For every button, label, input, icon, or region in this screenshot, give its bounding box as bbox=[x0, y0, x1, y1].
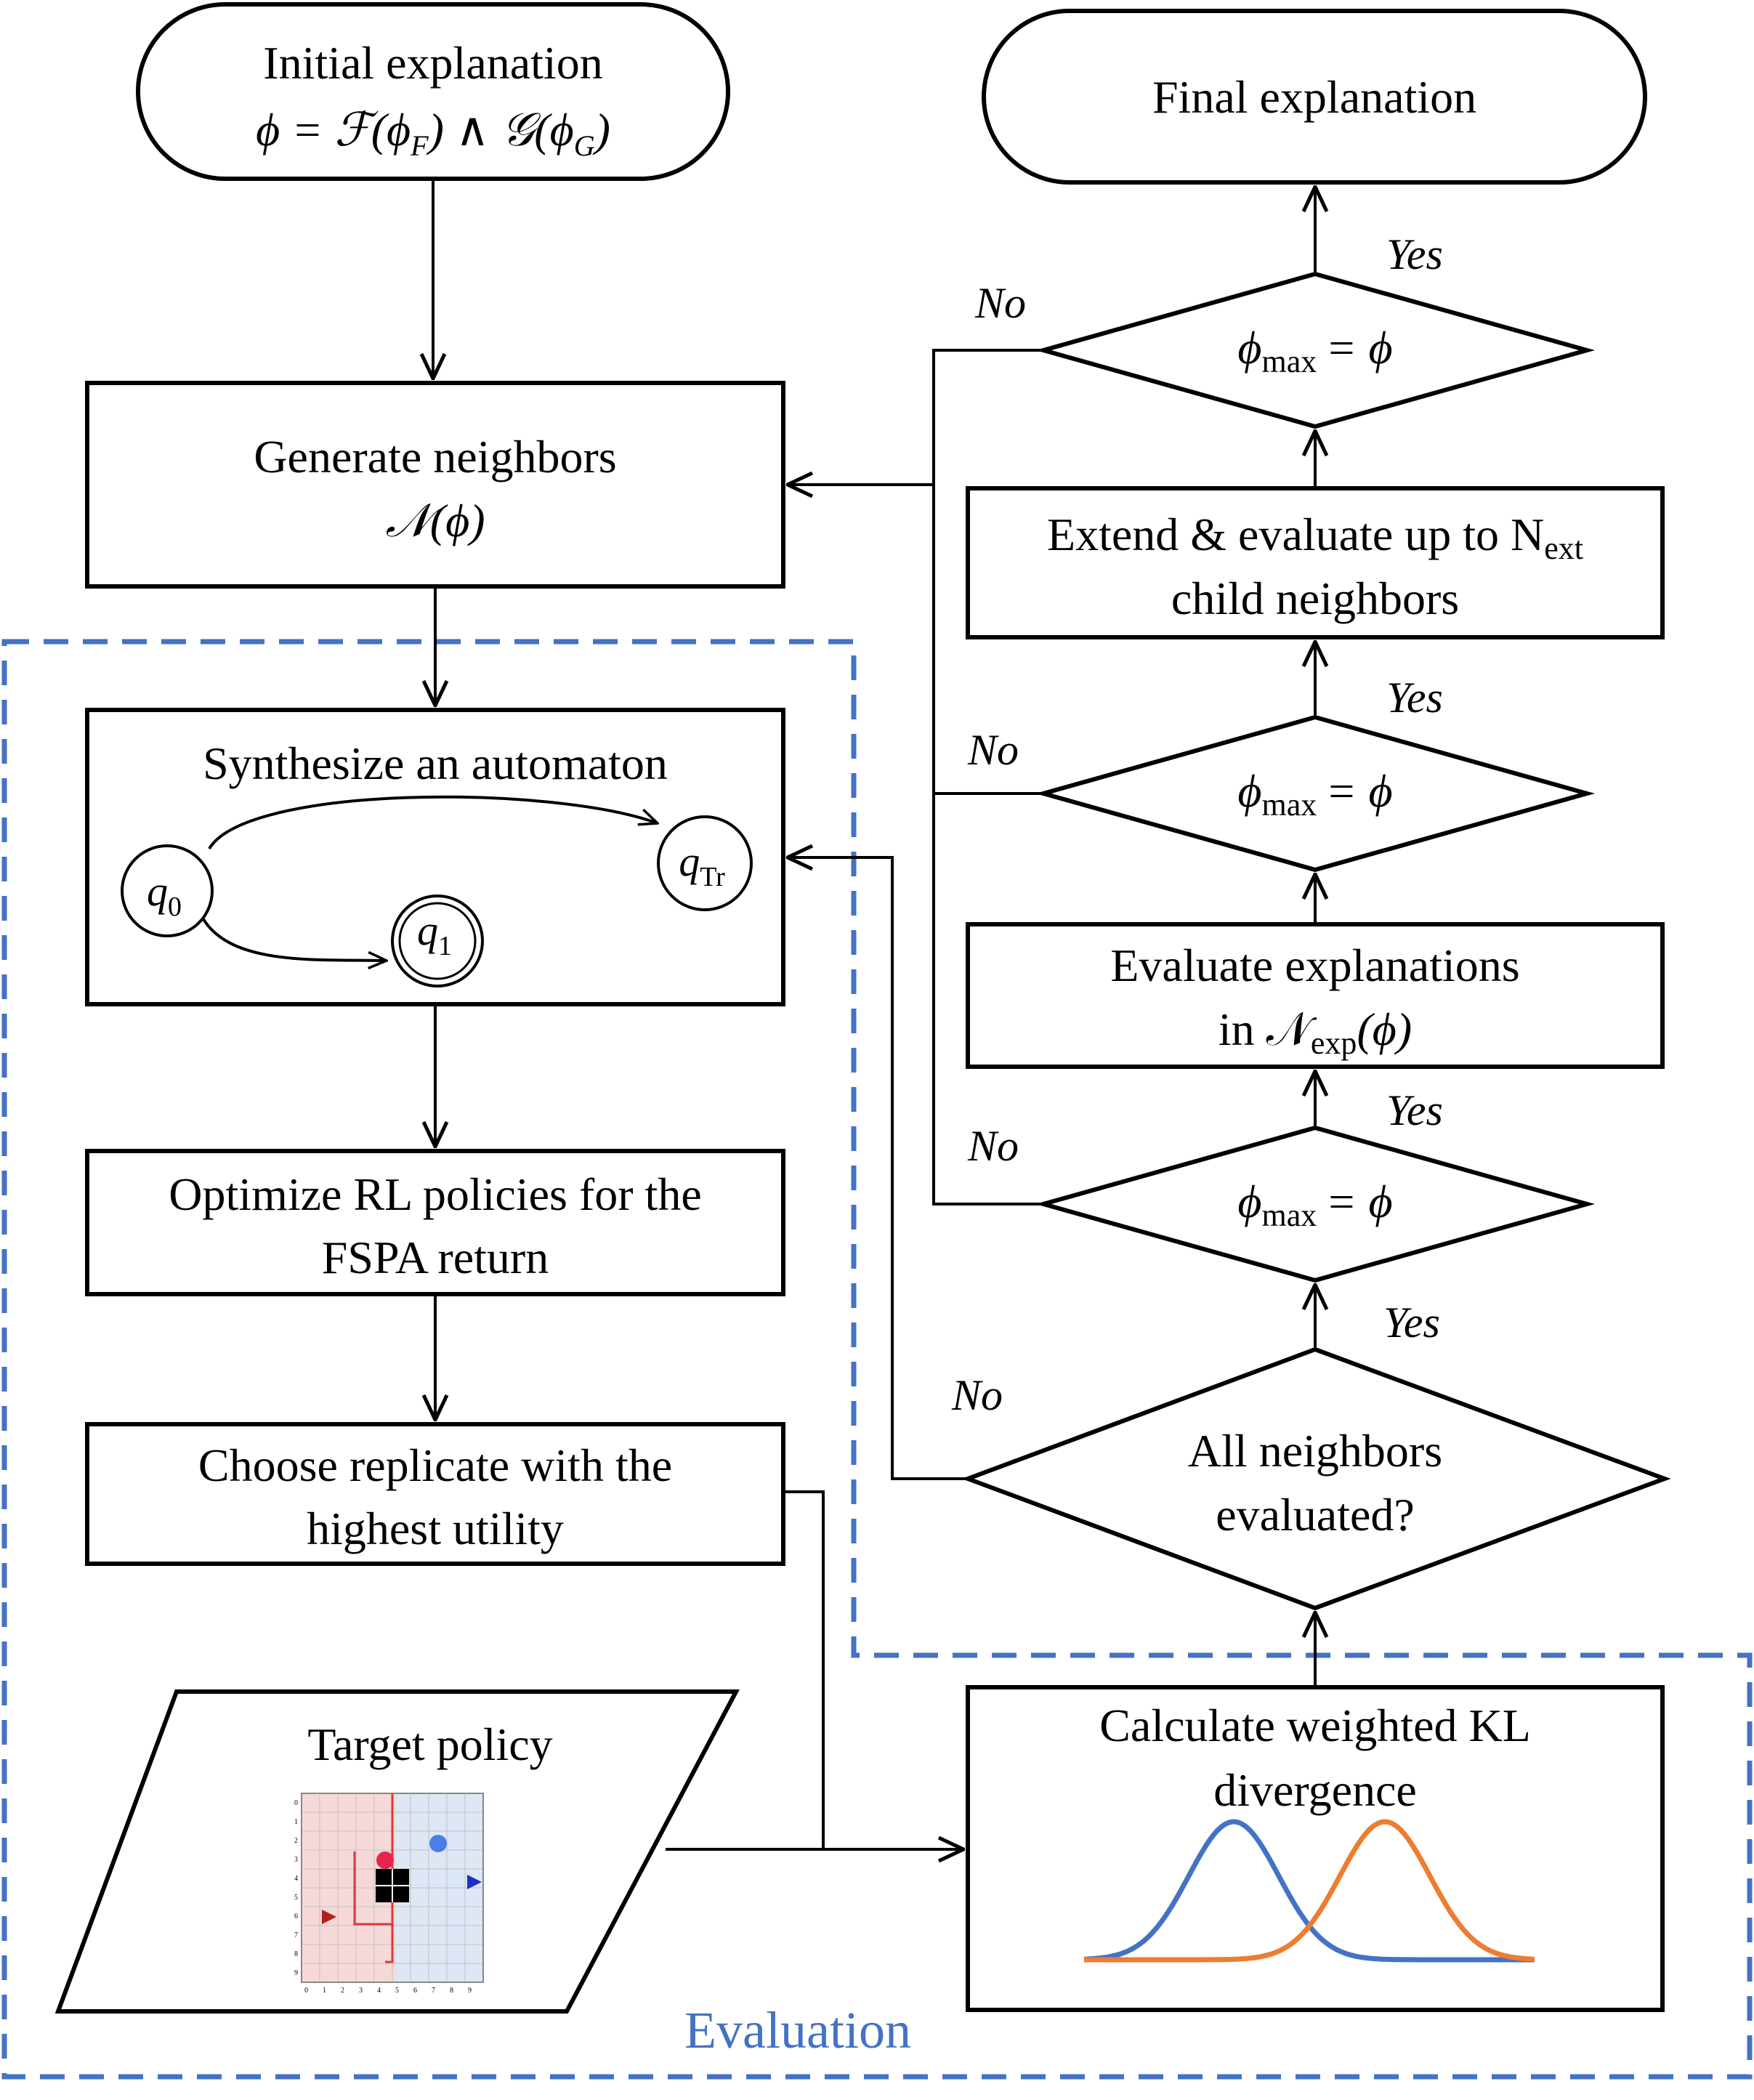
extend-evaluate-line2: child neighbors bbox=[1171, 573, 1459, 624]
evaluation-region-label: Evaluation bbox=[684, 2001, 911, 2059]
choose-replicate-line1: Choose replicate with the bbox=[198, 1439, 672, 1491]
extend-evaluate-node: Extend & evaluate up to Next child neigh… bbox=[966, 486, 1665, 639]
target-policy-title: Target policy bbox=[307, 1719, 552, 1770]
final-explanation-node: Final explanation bbox=[982, 9, 1647, 185]
initial-explanation-formula: ϕ = ℱ(ϕF) ∧ 𝒢(ϕG) bbox=[256, 104, 610, 162]
grid-tick-label: 5 bbox=[395, 1987, 399, 1995]
label-yes-top: Yes bbox=[1386, 230, 1443, 278]
automaton-state-qtr bbox=[657, 815, 753, 911]
automaton-label-qtr: qTr bbox=[679, 838, 725, 892]
decision-all-neighbors: All neighbors evaluated? bbox=[961, 1346, 1671, 1611]
edge-phimax-no-bus bbox=[932, 349, 1043, 1206]
decision-phimax-lower: ϕmax= ϕ bbox=[1035, 1125, 1596, 1283]
decision-phimax-middle: ϕmax= ϕ bbox=[1035, 714, 1596, 873]
synthesize-automaton-title: Synthesize an automaton bbox=[203, 738, 668, 789]
target-policy-node: Target policy 0 0 1 1 2 2 3 3 4 4 5 5 6 6 7 7 8 8 9 9 bbox=[54, 1689, 740, 2014]
kl-divergence-node: Calculate weighted KL divergence bbox=[966, 1685, 1665, 2012]
grid-tick-label: 5 bbox=[294, 1894, 298, 1902]
label-yes-bottom: Yes bbox=[1383, 1299, 1440, 1346]
grid-tick-label: 7 bbox=[432, 1987, 435, 1995]
grid-tick-label: 0 bbox=[294, 1799, 298, 1807]
grid-tick-label: 8 bbox=[450, 1987, 453, 1995]
grid-tick-label: 6 bbox=[294, 1913, 298, 1921]
optimize-rl-node: Optimize RL policies for the FSPA return bbox=[85, 1149, 785, 1296]
edge-choose-to-kl bbox=[783, 1490, 825, 1849]
edge-all-neighbors-no bbox=[788, 857, 968, 1480]
label-yes-lower: Yes bbox=[1386, 1086, 1443, 1134]
automaton-edge-q0-qtr bbox=[208, 795, 658, 850]
optimize-rl-line2: FSPA return bbox=[322, 1232, 549, 1283]
grid-tick-label: 0 bbox=[304, 1987, 308, 1995]
decision-all-neighbors-line1: All neighbors bbox=[1188, 1425, 1442, 1477]
automaton-state-q1 bbox=[391, 894, 484, 988]
automaton-label-q0: q0 bbox=[147, 868, 182, 922]
grid-tick-label: 1 bbox=[294, 1818, 298, 1826]
gridworld-blue-goal bbox=[429, 1835, 447, 1852]
evaluate-explanations-line1: Evaluate explanations bbox=[1110, 940, 1519, 991]
choose-replicate-node: Choose replicate with the highest utilit… bbox=[85, 1422, 785, 1566]
initial-explanation-node: Initial explanation ϕ = ℱ(ϕF) ∧ 𝒢(ϕG) bbox=[136, 2, 730, 181]
grid-tick-label: 2 bbox=[294, 1837, 298, 1845]
evaluate-explanations-node: Evaluate explanations in 𝒩exp(ϕ) bbox=[966, 922, 1665, 1069]
decision-phimax-lower-label: ϕmax= ϕ bbox=[1237, 1176, 1392, 1233]
extend-evaluate-line1: Extend & evaluate up to Next bbox=[1047, 509, 1583, 566]
evaluation-region-border bbox=[1, 639, 1753, 2080]
gridworld-red-zone-outline bbox=[353, 1851, 392, 1926]
grid-tick-label: 7 bbox=[294, 1931, 298, 1939]
grid-tick-label: 2 bbox=[341, 1987, 344, 1995]
gridworld-red-agent bbox=[322, 1910, 336, 1924]
final-explanation-title: Final explanation bbox=[1152, 71, 1476, 123]
decision-phimax-middle-label: ϕmax= ϕ bbox=[1237, 765, 1392, 823]
initial-explanation-title: Initial explanation bbox=[263, 37, 602, 89]
kl-divergence-line1: Calculate weighted KL bbox=[1099, 1700, 1531, 1751]
gridworld-image: 0 0 1 1 2 2 3 3 4 4 5 5 6 6 7 7 8 8 9 9 bbox=[294, 1793, 484, 1995]
optimize-rl-line1: Optimize RL policies for the bbox=[169, 1168, 701, 1220]
label-no-middle: No bbox=[967, 726, 1019, 774]
automaton-edge-q0-q1 bbox=[202, 918, 387, 961]
label-yes-middle: Yes bbox=[1386, 674, 1443, 722]
generate-neighbors-formula: 𝒩(ϕ) bbox=[385, 495, 485, 546]
automaton-label-q1: q1 bbox=[417, 907, 452, 961]
automaton-state-q0 bbox=[121, 844, 214, 937]
grid-tick-label: 6 bbox=[413, 1987, 417, 1995]
gridworld-red-goal bbox=[376, 1851, 394, 1869]
generate-neighbors-title: Generate neighbors bbox=[254, 431, 616, 482]
grid-tick-label: 9 bbox=[294, 1969, 298, 1977]
decision-phimax-top-label: ϕmax= ϕ bbox=[1237, 322, 1392, 379]
label-no-lower: No bbox=[967, 1122, 1019, 1170]
synthesize-automaton-node: Synthesize an automaton q0 q1 qTr bbox=[85, 708, 785, 1006]
label-no-top: No bbox=[974, 279, 1026, 327]
kl-divergence-line2: divergence bbox=[1213, 1764, 1417, 1816]
grid-tick-label: 3 bbox=[359, 1987, 363, 1995]
kl-curve-orange bbox=[1084, 1819, 1535, 1963]
grid-tick-label: 8 bbox=[294, 1950, 298, 1958]
grid-tick-label: 4 bbox=[377, 1987, 381, 1995]
automaton-state-q1-inner bbox=[398, 902, 477, 980]
gridworld-region-boundary bbox=[385, 1793, 394, 1963]
grid-tick-label: 3 bbox=[294, 1856, 298, 1864]
decision-all-neighbors-line2: evaluated? bbox=[1216, 1489, 1415, 1540]
decision-phimax-top: ϕmax= ϕ bbox=[1035, 271, 1596, 429]
gridworld-blue-agent bbox=[467, 1875, 482, 1889]
choose-replicate-line2: highest utility bbox=[307, 1503, 564, 1554]
generate-neighbors-node: Generate neighbors 𝒩(ϕ) bbox=[85, 381, 785, 589]
grid-tick-label: 1 bbox=[323, 1987, 326, 1995]
evaluate-explanations-line2: in 𝒩exp(ϕ) bbox=[1218, 1003, 1412, 1061]
label-no-bottom: No bbox=[951, 1371, 1003, 1419]
grid-tick-label: 9 bbox=[468, 1987, 472, 1995]
grid-tick-label: 4 bbox=[294, 1875, 298, 1883]
